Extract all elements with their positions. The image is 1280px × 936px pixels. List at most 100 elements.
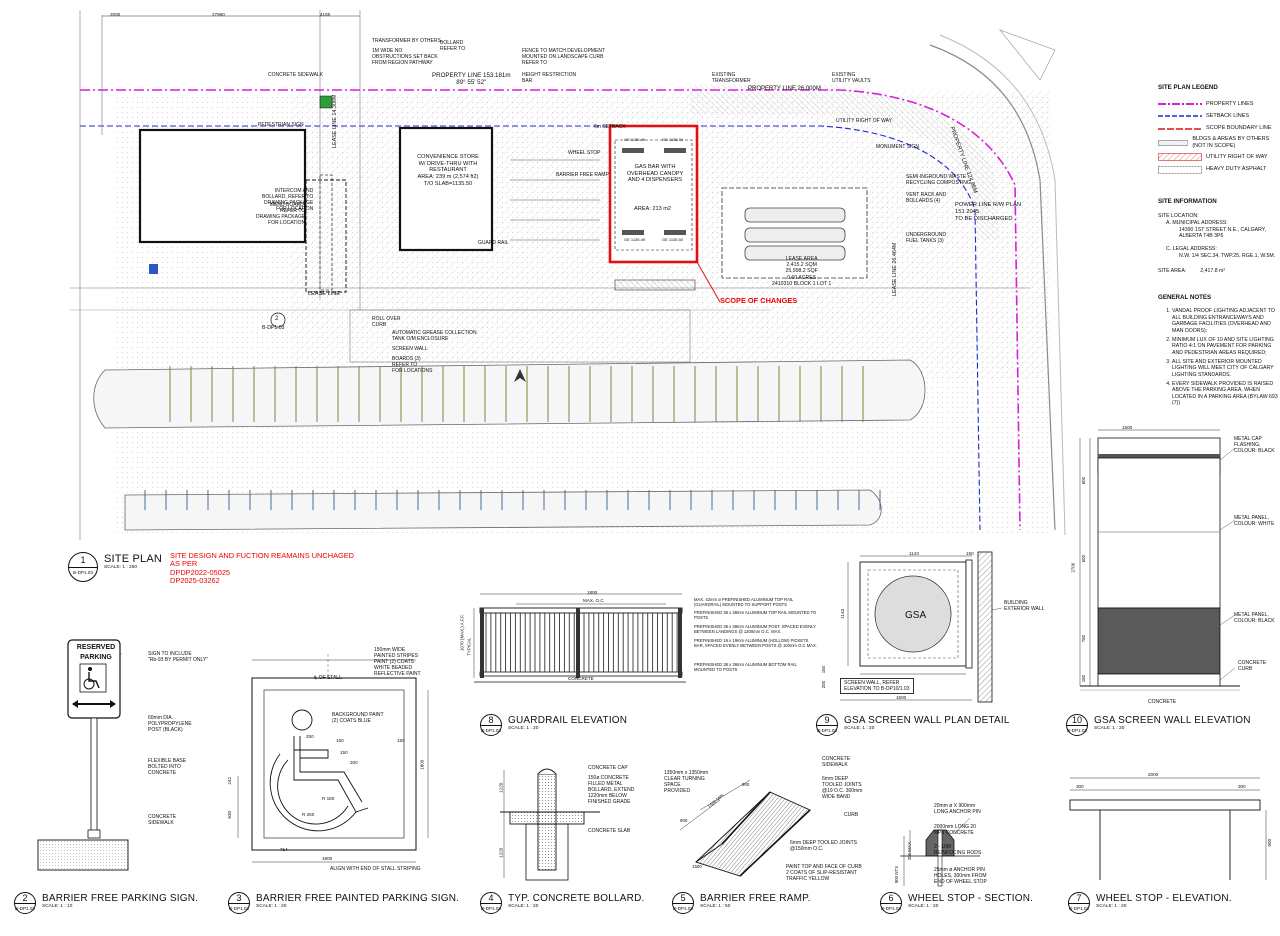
dim-top-1: 2000	[110, 12, 121, 17]
d5-dim-3: 900	[680, 818, 688, 823]
lease-line-14: LEASE LINE 14.308M	[332, 94, 338, 148]
general-notes: GENERAL NOTES VANDAL PROOF LIGHTING ADJA…	[1158, 294, 1278, 409]
d5-scale: SCALE: 1 : 50	[700, 904, 731, 909]
dispenser-3: GE 1135.49	[624, 237, 646, 242]
note-item: MINIMUM LUX OF 10 AND SITE LIGHTING RATI…	[1172, 337, 1278, 357]
setback-label: 6m SETBACK	[594, 124, 626, 130]
site-info-title: SITE INFORMATION	[1158, 198, 1217, 205]
d8-notes: MAX. 42mm ø PREFINISHED ALUMINUM TOP RAI…	[694, 597, 817, 673]
site-plan-title-block: 1 B-DP1.03 SITE PLAN SCALE: 1 : 250 SITE…	[68, 551, 354, 585]
d9-dim-top: 1143	[909, 551, 919, 556]
d7-dim-2: 300	[1076, 784, 1084, 789]
d4-slab-note: CONCRETE SLAB	[588, 828, 631, 834]
parking-island-south	[124, 489, 882, 531]
legend-item: SCOPE BOUNDARY LINE	[1206, 125, 1272, 132]
note-item: VANDAL PROOF LIGHTING ADJACENT TO ALL BU…	[1172, 308, 1278, 335]
scope-of-changes-label: SCOPE OF CHANGES	[720, 296, 798, 305]
d10-dim-2: 600	[1081, 554, 1087, 563]
painted-parking-drawing	[237, 654, 429, 863]
dim-top-3: 4165	[320, 12, 331, 17]
pedestrian-sign-label: PEDESTRIAN SIGN	[258, 122, 304, 128]
note-item: ALL SITE AND EXTERIOR MOUNTED LIGHTING W…	[1172, 359, 1278, 379]
d3-title: BARRIER FREE PAINTED PARKING SIGN.	[256, 893, 460, 904]
d3-scale: SCALE: 1 : 20	[256, 904, 287, 909]
double-arrow-icon	[72, 700, 116, 708]
d3-dim-4: 250	[306, 734, 314, 739]
d8-dim-oc: MAX. O.C	[583, 598, 604, 603]
site-information: SITE INFORMATION SITE LOCATION: A. MUNIC…	[1158, 198, 1276, 274]
d8-scale: SCALE: 1 : 20	[508, 726, 539, 731]
setback-line	[80, 125, 981, 531]
utility-row-swatch	[1158, 153, 1202, 161]
d3-dim-3: 150	[336, 738, 344, 743]
d10-scale: SCALE: 1 : 20	[1094, 726, 1125, 731]
property-line-east: PROPERTY LINE 26.000M	[748, 86, 821, 92]
ramp-drawing	[679, 779, 811, 877]
d5-title: BARRIER FREE RAMP.	[700, 893, 811, 904]
site-location-label: SITE LOCATION:	[1158, 213, 1199, 220]
parking-stalls	[144, 366, 881, 510]
lease-line-26: LEASE LINE 26.464M	[892, 242, 898, 296]
underground-tanks	[744, 207, 846, 261]
site-plan-legend: SITE PLAN LEGEND PROPERTY LINES SETBACK …	[1158, 84, 1276, 176]
d2-scale: SCALE: 1 : 10	[42, 904, 73, 909]
d4-scale: SCALE: 1 : 20	[508, 904, 539, 909]
d9-dim-6: 200	[821, 680, 827, 689]
guard-rail-label: GUARD RAIL	[478, 240, 509, 246]
d8-height: 1070 (MAX.) A.F.F.	[459, 614, 465, 651]
monument-label: MONUMENT SIGN	[876, 144, 919, 150]
d3-dim-2: 714	[280, 847, 288, 852]
parking-sign-drawing	[37, 639, 129, 871]
d3-stall-note: ℄ OF STALL	[314, 675, 342, 681]
bollard-drawing	[500, 768, 600, 881]
general-notes-title: GENERAL NOTES	[1158, 294, 1212, 301]
d10-concrete-note: CONCRETE	[1148, 699, 1177, 705]
site-plan-title: SITE PLAN	[104, 553, 163, 565]
d7-dim-3: 300	[1238, 784, 1246, 789]
d4-title: TYP. CONCRETE BOLLARD.	[508, 893, 645, 904]
d9-dim-bottom: 1500	[896, 695, 907, 700]
wheel-stop-elevation-drawing	[1069, 777, 1267, 880]
barrier-ramp-label: BARRIER FREE RAMP	[556, 172, 609, 178]
d10-dim-height: 2700	[1070, 562, 1076, 573]
wheelchair-icon	[83, 667, 100, 690]
drive-thru-lane	[305, 179, 347, 293]
callout-2-ref: B-DP1.03	[262, 325, 285, 331]
d10-black-note: METAL PANEL,COLOUR: BLACK	[1234, 612, 1275, 624]
legend-item: HEAVY DUTY ASPHALT	[1206, 166, 1267, 173]
d5-tooled2-note: 6mm DEEP TOOLED JOINTS@150mm O.C.	[790, 840, 857, 852]
d7-dim-4: 900	[1267, 838, 1273, 847]
d10-title: GSA SCREEN WALL ELEVATION	[1094, 715, 1251, 726]
dispenser-2: GE 1135.51	[662, 137, 684, 142]
d2-sign-note: SIGN TO INCLUDE"Rb-93 BY PERMIT ONLY"	[148, 651, 208, 663]
legend-item: UTILITY RIGHT OF WAY	[1206, 153, 1268, 160]
